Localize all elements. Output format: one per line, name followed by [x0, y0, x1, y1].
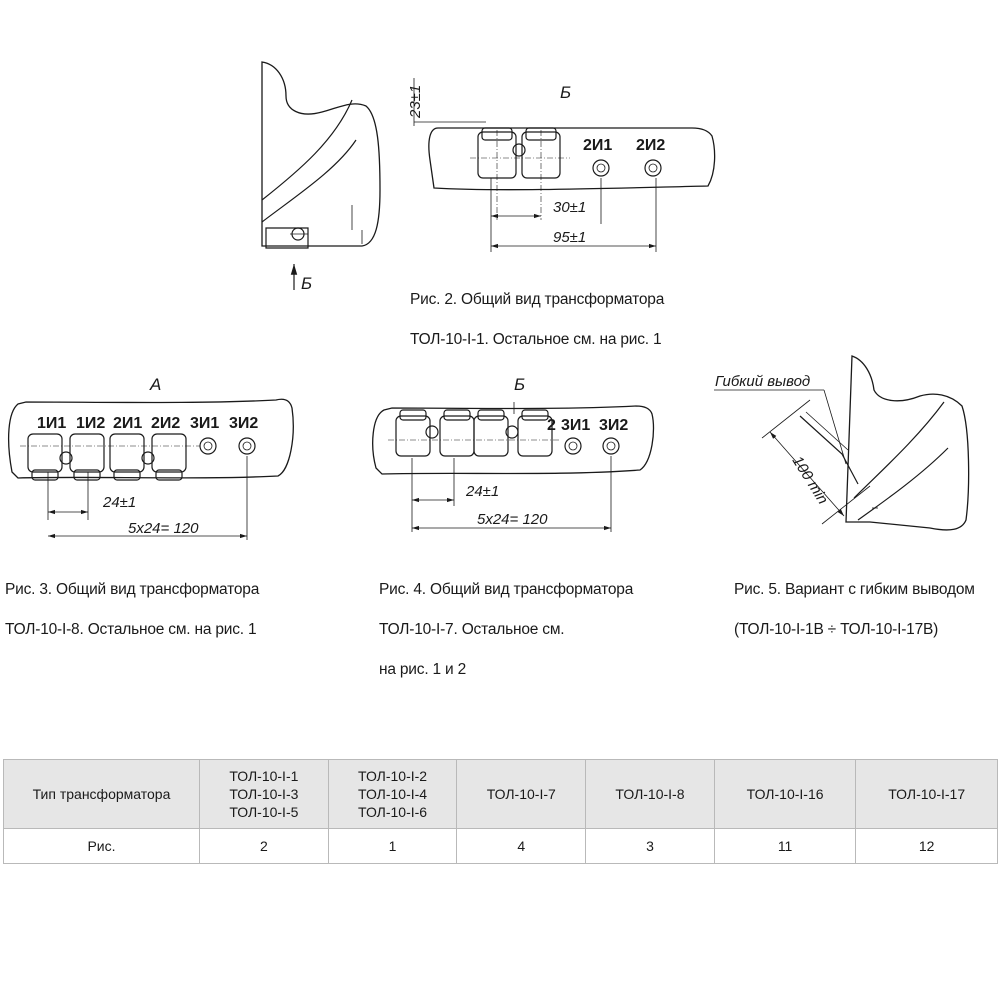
fig4-caption: Рис. 4. Общий вид трансформатора ТОЛ-10-… — [379, 560, 633, 700]
fig5-lead-label: Гибкий вывод — [715, 373, 810, 390]
type-name: ТОЛ-10-I-6 — [358, 804, 428, 820]
fig4-caption-line-1: Рис. 4. Общий вид трансформатора — [379, 581, 634, 598]
table-fig-cell-4: 3 — [585, 828, 715, 864]
fig2-view-label: Б — [560, 83, 571, 102]
technical-drawing: Б Б 23±1 2И1 2И2 30±1 95±1 А — [8, 61, 970, 540]
fig4-terminal-label-3: 3И2 — [599, 417, 628, 434]
fig4-caption-line-2: ТОЛ-10-I-7. Остальное см. — [379, 621, 565, 638]
table-row-label: Рис. — [3, 828, 200, 864]
fig3-terminal-label-1: 1И1 — [37, 415, 66, 432]
type-name: ТОЛ-10-I-5 — [229, 804, 299, 820]
fig4-dim-24: 24±1 — [465, 483, 499, 500]
fig3-view-label: А — [149, 375, 161, 394]
table-fig-cell-5: 11 — [713, 828, 857, 864]
type-name: ТОЛ-10-I-3 — [229, 786, 299, 802]
fig1-side-view: Б — [261, 61, 381, 293]
table-fig-cell-1: 2 — [199, 828, 329, 864]
fig3-caption-line-1: Рис. 3. Общий вид трансформатора — [5, 581, 260, 598]
table-type-cell-1: ТОЛ-10-I-1 ТОЛ-10-I-3 ТОЛ-10-I-5 — [199, 759, 329, 829]
fig2-caption-line-1: Рис. 2. Общий вид трансформатора — [410, 291, 665, 308]
fig4-dim-120: 5x24= 120 — [477, 511, 548, 528]
fig5-view: Гибкий вывод 100 min — [714, 355, 970, 531]
fig3-caption: Рис. 3. Общий вид трансформатора ТОЛ-10-… — [5, 560, 259, 660]
fig5-dim-100min: 100 min — [789, 453, 832, 507]
fig1-view-arrow-label: Б — [301, 274, 312, 293]
fig2-terminal-label-2: 2И2 — [636, 137, 665, 154]
fig2-dim-30: 30±1 — [553, 199, 586, 216]
fig4-view-label: Б — [514, 375, 525, 394]
fig5-caption-line-1: Рис. 5. Вариант с гибким выводом — [734, 581, 975, 598]
table-fig-cell-2: 1 — [327, 828, 458, 864]
type-name: ТОЛ-10-I-4 — [358, 786, 428, 802]
table-header-row: Тип трансформатора ТОЛ-10-I-1 ТОЛ-10-I-3… — [3, 759, 998, 829]
fig3-terminal-label-3: 2И1 — [113, 415, 142, 432]
table-type-cell-5: ТОЛ-10-I-16 — [713, 759, 857, 829]
fig4-caption-line-3: на рис. 1 и 2 — [379, 661, 467, 678]
table-type-cell-6: ТОЛ-10-I-17 — [855, 759, 998, 829]
fig3-terminal-label-6: 3И2 — [229, 415, 258, 432]
fig3-dim-24: 24±1 — [102, 494, 136, 511]
table-type-cell-3: ТОЛ-10-I-7 — [456, 759, 587, 829]
table-fig-cell-6: 12 — [855, 828, 998, 864]
fig5-caption-line-2: (ТОЛ-10-I-1В ÷ ТОЛ-10-I-17В) — [734, 621, 939, 638]
fig2-dim-height: 23±1 — [407, 85, 424, 119]
fig3-terminal-label-4: 2И2 — [151, 415, 180, 432]
type-name: ТОЛ-10-I-1 — [229, 768, 299, 784]
table-type-cell-4: ТОЛ-10-I-8 — [585, 759, 715, 829]
fig2-view: Б 23±1 2И1 2И2 30±1 95±1 — [407, 78, 716, 252]
fig2-terminal-label-1: 2И1 — [583, 137, 612, 154]
table-row-header: Тип трансформатора — [3, 759, 200, 829]
fig2-caption-line-2: ТОЛ-10-I-1. Остальное см. на рис. 1 — [410, 331, 662, 348]
fig3-view: А 1И1 1И2 2И1 2И2 3И1 3И2 24±1 5x24= 120 — [8, 375, 294, 540]
table-fig-cell-3: 4 — [456, 828, 587, 864]
fig4-terminal-label-2: 3И1 — [561, 417, 590, 434]
fig2-dim-95: 95±1 — [553, 229, 586, 246]
fig3-caption-line-2: ТОЛ-10-I-8. Остальное см. на рис. 1 — [5, 621, 257, 638]
fig3-terminal-label-2: 1И2 — [76, 415, 105, 432]
table-type-cell-2: ТОЛ-10-I-2 ТОЛ-10-I-4 ТОЛ-10-I-6 — [327, 759, 458, 829]
table-fig-row: Рис. 2 1 4 3 11 12 — [3, 828, 998, 864]
type-name: ТОЛ-10-I-2 — [358, 768, 428, 784]
transformer-type-table: Тип трансформатора ТОЛ-10-I-1 ТОЛ-10-I-3… — [3, 759, 998, 864]
fig2-caption: Рис. 2. Общий вид трансформатора ТОЛ-10-… — [410, 270, 664, 370]
fig5-caption: Рис. 5. Вариант с гибким выводом (ТОЛ-10… — [734, 560, 975, 660]
fig3-dim-120: 5x24= 120 — [128, 520, 199, 537]
fig4-view: Б 2 3И1 3И2 24±1 5x24= 120 — [372, 375, 655, 532]
fig4-terminal-label-1: 2 — [547, 417, 556, 434]
fig3-terminal-label-5: 3И1 — [190, 415, 219, 432]
